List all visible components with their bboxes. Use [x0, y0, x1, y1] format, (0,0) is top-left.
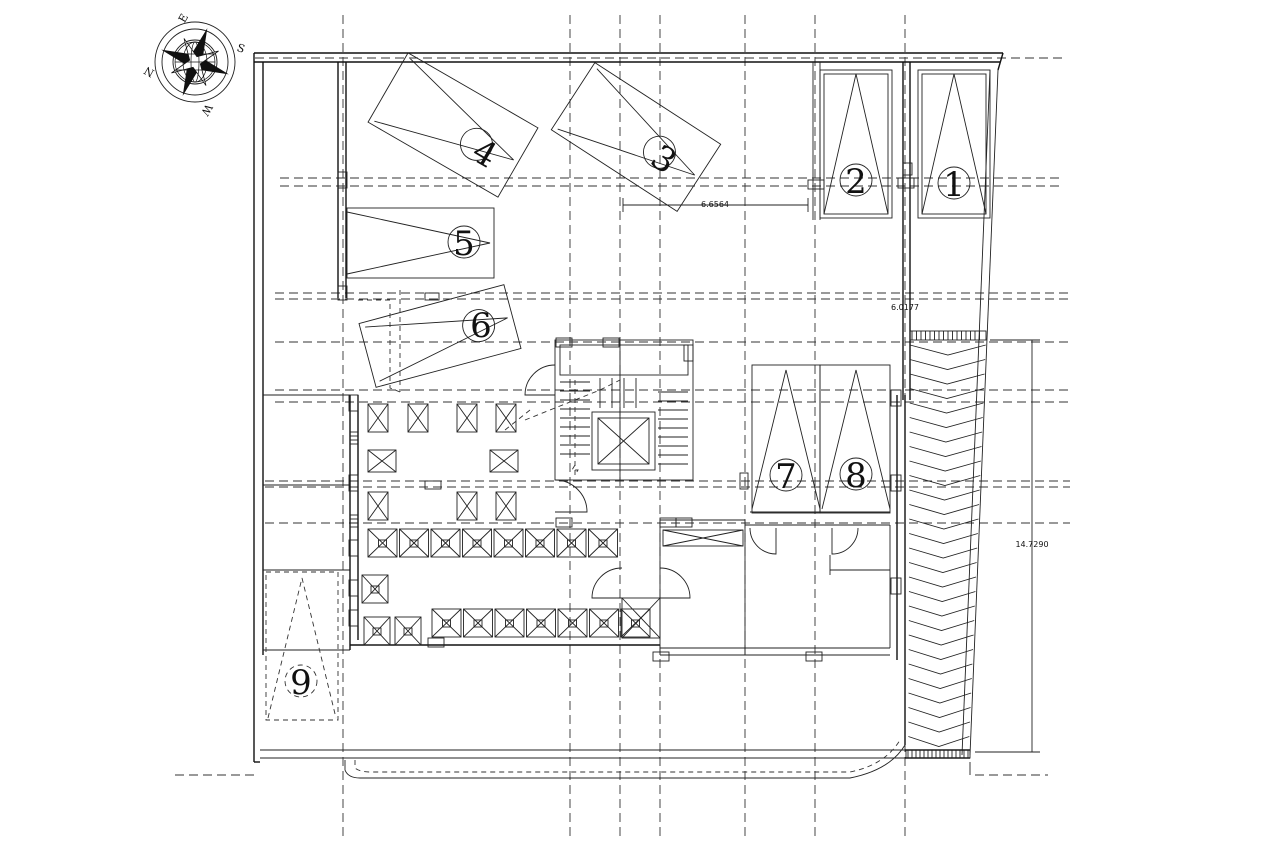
storage-unit — [589, 608, 619, 638]
dimension-label-ramp-length: 14.7290 — [1015, 540, 1048, 549]
storage-unit — [495, 403, 517, 433]
storage-unit — [456, 403, 478, 433]
parking-spot-1: 1 — [917, 69, 991, 219]
dimension-label-ramp-width: 6.0177 — [891, 303, 919, 312]
spot-number-3: 3 — [643, 137, 683, 182]
parking-spot-8: 8 — [819, 364, 891, 514]
storage-unit — [557, 608, 588, 638]
spot-number-1: 1 — [943, 165, 965, 205]
parking-spot-2: 2 — [819, 69, 893, 219]
storage-unit — [463, 608, 493, 638]
storage-unit — [462, 528, 492, 558]
compass-rose-icon: E S W N — [142, 12, 247, 119]
outer-walls — [253, 52, 1004, 779]
storage-unit — [407, 403, 429, 433]
compass-letter-e: E — [176, 12, 191, 25]
storage-unit — [367, 449, 397, 473]
storage-unit — [431, 608, 462, 638]
storage-unit — [588, 528, 618, 558]
stair-core — [504, 339, 694, 513]
storage-units — [361, 403, 651, 646]
parking-spot-7: 7 — [751, 364, 821, 514]
spot-number-6: 6 — [470, 306, 492, 346]
storage-unit — [493, 528, 524, 558]
storage-unit — [494, 608, 525, 638]
storage-unit — [363, 616, 391, 646]
spot-number-4: 4 — [465, 131, 504, 176]
parking-spot-6 — [358, 284, 522, 388]
storage-unit — [556, 528, 587, 558]
parking-spot-9: 9 — [265, 571, 339, 721]
storage-unit — [367, 403, 389, 433]
parking-spots: 1 2 3 4 5 — [265, 52, 991, 721]
storage-unit — [394, 616, 422, 646]
storage-unit — [525, 528, 555, 558]
dimension-ramp-length: 14.7290 — [975, 339, 1049, 753]
ramp-chevrons — [908, 344, 986, 747]
compass-letter-w: W — [198, 102, 215, 119]
parking-spot-5: 5 — [346, 207, 495, 279]
elevator — [591, 411, 656, 471]
compass-letter-s: S — [235, 41, 247, 56]
storage-unit — [456, 491, 478, 521]
spot-number-2: 2 — [845, 162, 867, 202]
doors — [591, 527, 859, 639]
dimension-label-width-top: 6.6564 — [701, 200, 729, 209]
dimension-width-top: 6.6564 — [622, 198, 809, 212]
storage-unit — [367, 528, 398, 558]
ramp-hatch — [350, 331, 980, 758]
compass-letter-n: N — [142, 63, 157, 79]
storage-unit — [399, 528, 429, 558]
storage-unit — [367, 491, 389, 521]
storage-unit — [495, 491, 517, 521]
dimension-ramp-width: 6.0177 — [891, 303, 919, 312]
spot-number-7: 7 — [775, 457, 797, 497]
spot-number-5: 5 — [453, 224, 475, 264]
columns — [337, 162, 915, 662]
storage-unit — [526, 608, 556, 638]
storage-unit — [430, 528, 461, 558]
stair-treads — [560, 378, 688, 465]
interior-walls — [263, 62, 911, 745]
parking-spot-3 — [550, 61, 722, 213]
spot-number-8: 8 — [845, 456, 867, 496]
dashed-outline — [358, 290, 401, 393]
storage-unit — [361, 574, 389, 604]
storage-unit — [489, 449, 519, 473]
parking-spot-4 — [367, 52, 539, 198]
spot-number-9: 9 — [290, 663, 312, 703]
ramp — [350, 330, 987, 758]
